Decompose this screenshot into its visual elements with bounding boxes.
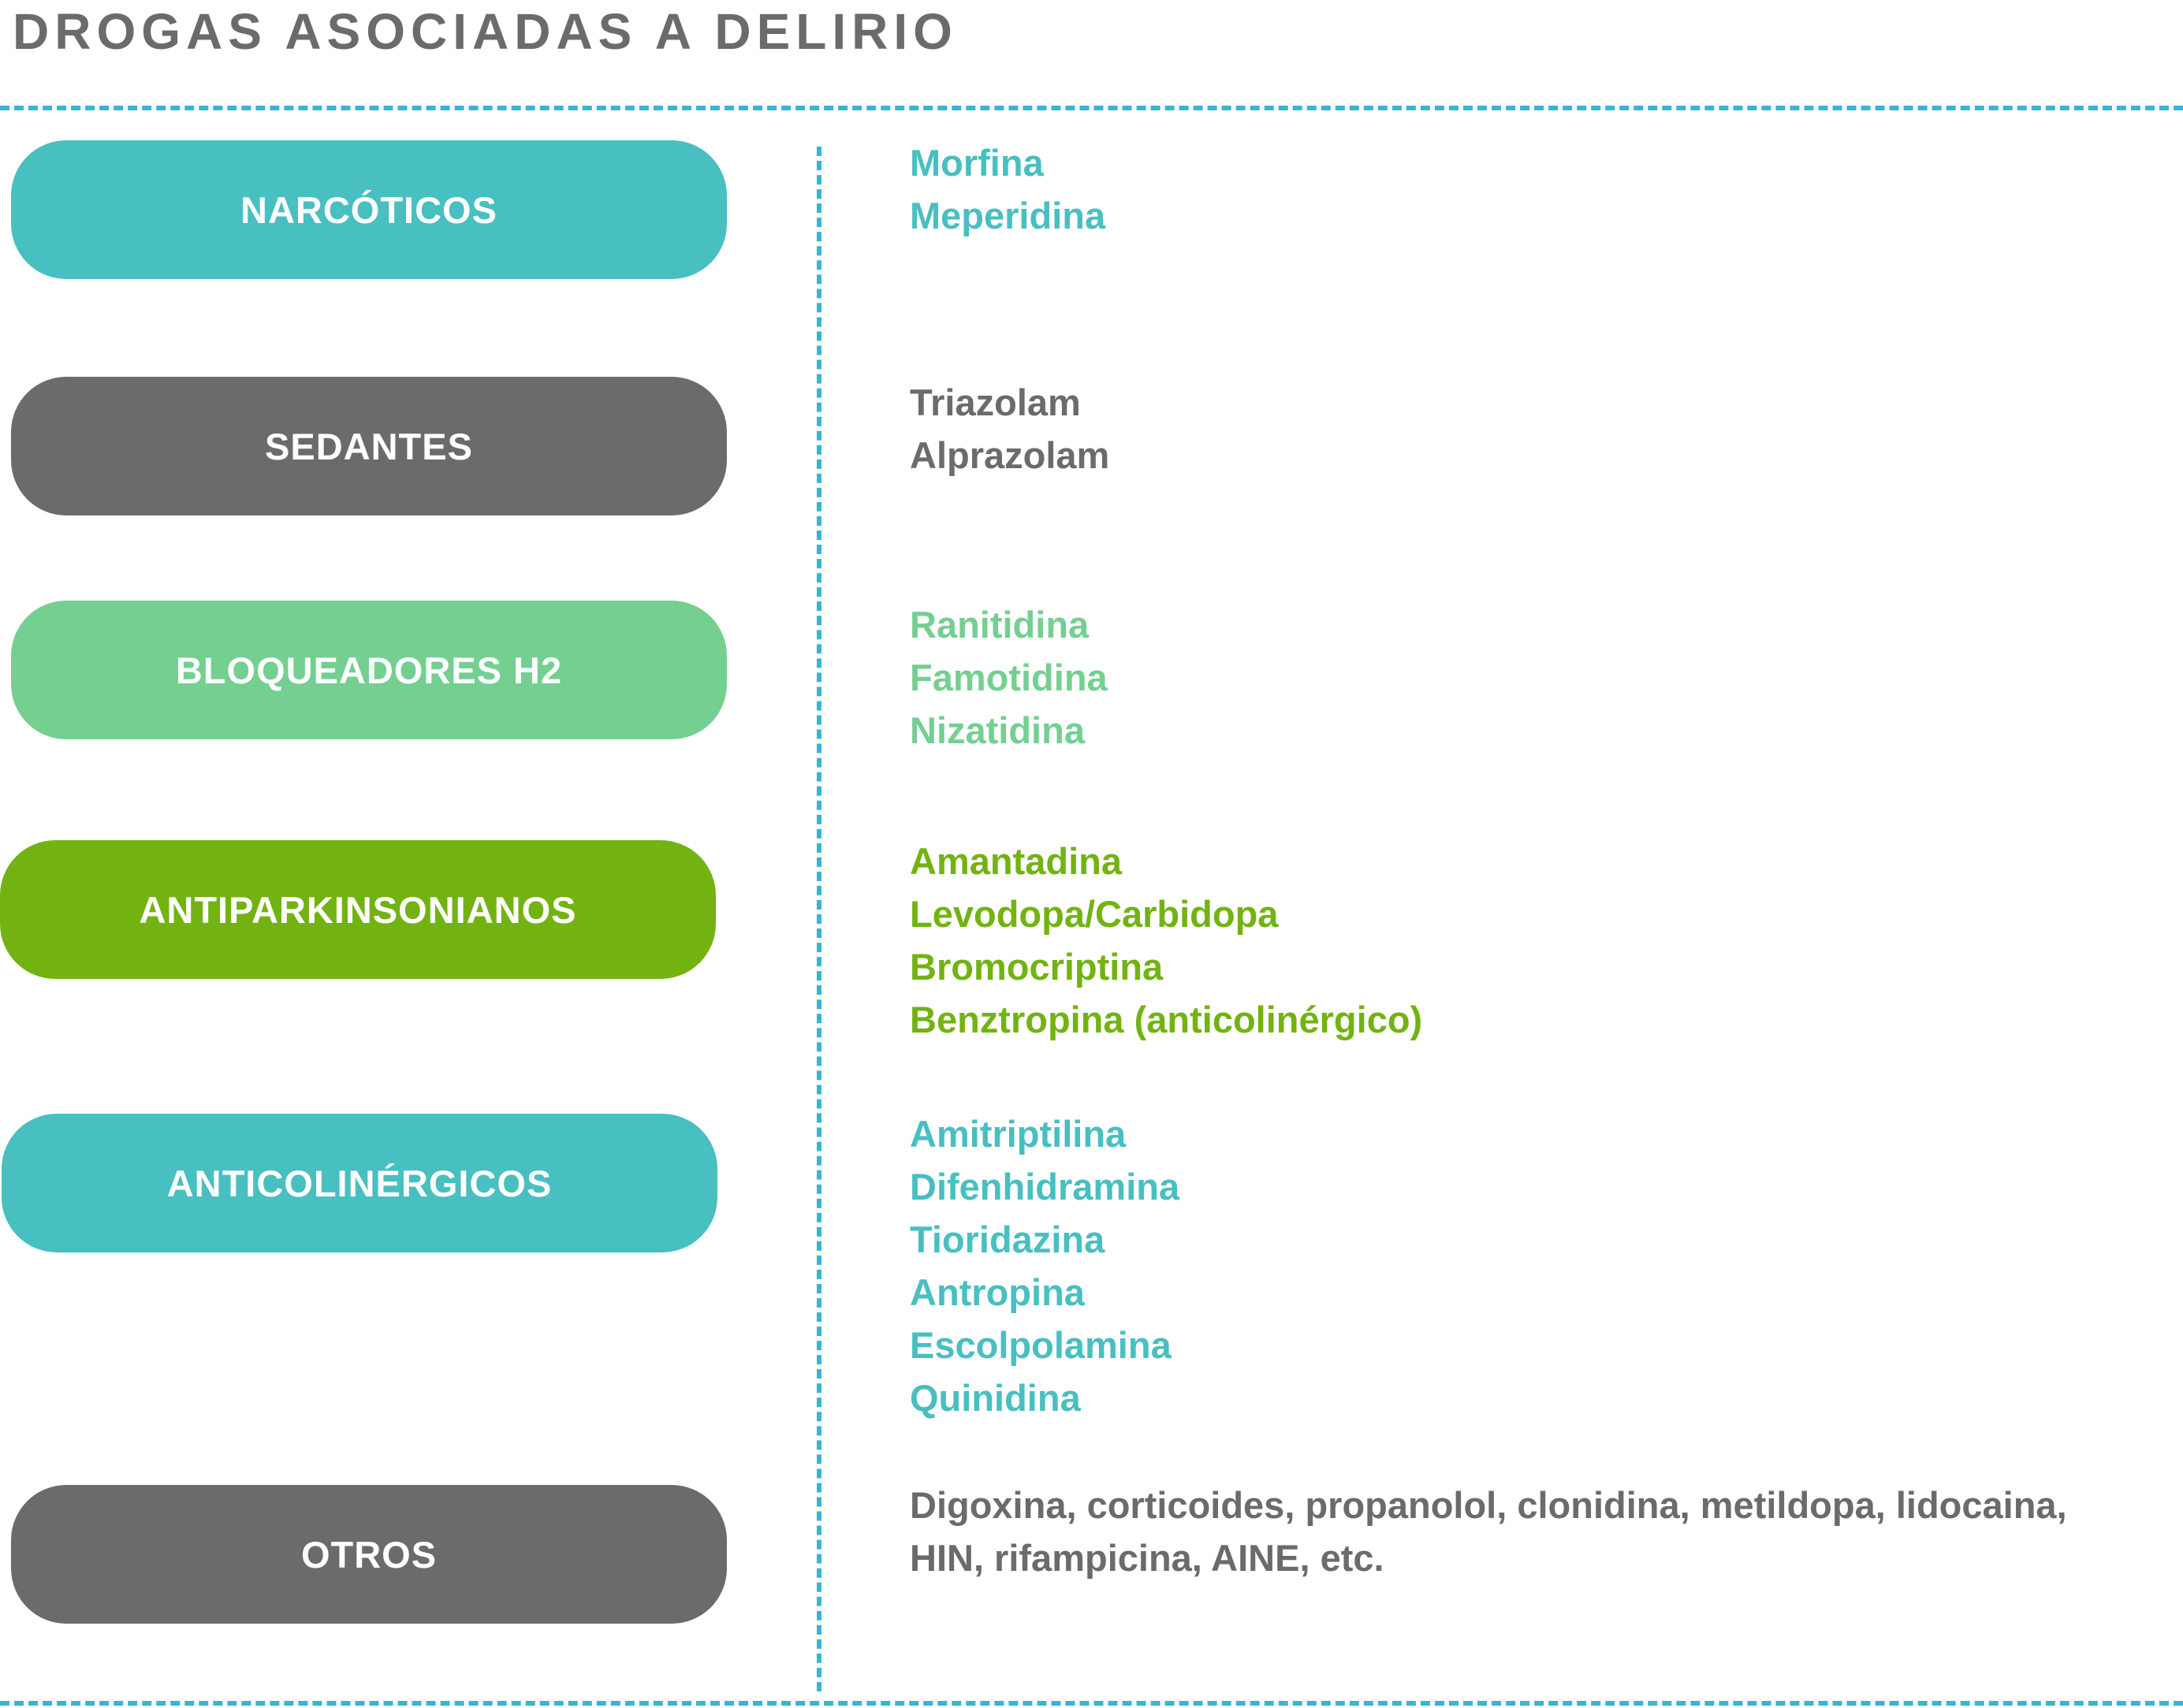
drug-item: Levodopa/Carbidopa [910, 893, 1279, 935]
drug-item: Escolpolamina [910, 1324, 1172, 1366]
drug-item: Alprazolam [910, 434, 1110, 476]
drug-item: Morfina [910, 142, 1044, 184]
drug-item: Quinidina [910, 1377, 1081, 1419]
bottom-divider [0, 1701, 2183, 1706]
drug-item: Difenhidramina [910, 1166, 1180, 1208]
drug-item: Nizatidina [910, 709, 1085, 751]
drug-item: Tioridazina [910, 1219, 1105, 1260]
drug-item: Ranitidina [910, 604, 1090, 646]
category-pill-anticolinergicos: ANTICOLINÉRGICOS [2, 1114, 717, 1252]
drug-item: Benztropina (anticolinérgico) [910, 999, 1423, 1040]
drug-item: Triazolam [910, 381, 1081, 423]
top-divider [0, 106, 2183, 110]
drug-text-otros: Digoxina, corticoides, propanolol, cloni… [910, 1484, 2067, 1579]
drug-list-anticolinergicos: Amitriptilina Difenhidramina Tioridazina… [910, 1107, 1179, 1424]
drug-list-antiparkinsonianos: Amantadina Levodopa/Carbidopa Bromocript… [910, 835, 1422, 1046]
drug-list-narcoticos: Morfina Meperidina [910, 136, 1105, 242]
drug-list-bloqueadores-h2: Ranitidina Famotidina Nizatidina [910, 598, 1108, 757]
drug-list-sedantes: Triazolam Alprazolam [910, 376, 1109, 482]
category-pill-antiparkinsonianos: ANTIPARKINSONIANOS [0, 840, 716, 979]
category-pill-sedantes: SEDANTES [11, 377, 727, 515]
category-pill-bloqueadores-h2: BLOQUEADORES H2 [11, 601, 727, 739]
drug-item: Amantadina [910, 840, 1122, 882]
drug-item: Famotidina [910, 657, 1108, 698]
drug-item: Bromocriptina [910, 946, 1164, 988]
drug-item: Amitriptilina [910, 1113, 1127, 1155]
category-pill-narcoticos: NARCÓTICOS [11, 140, 727, 279]
category-pill-otros: OTROS [11, 1485, 727, 1624]
drug-item: Antropina [910, 1271, 1085, 1313]
column-divider [817, 147, 821, 1691]
drug-item: Meperidina [910, 195, 1106, 236]
page-title: DROGAS ASOCIADAS A DELIRIO [13, 3, 958, 60]
